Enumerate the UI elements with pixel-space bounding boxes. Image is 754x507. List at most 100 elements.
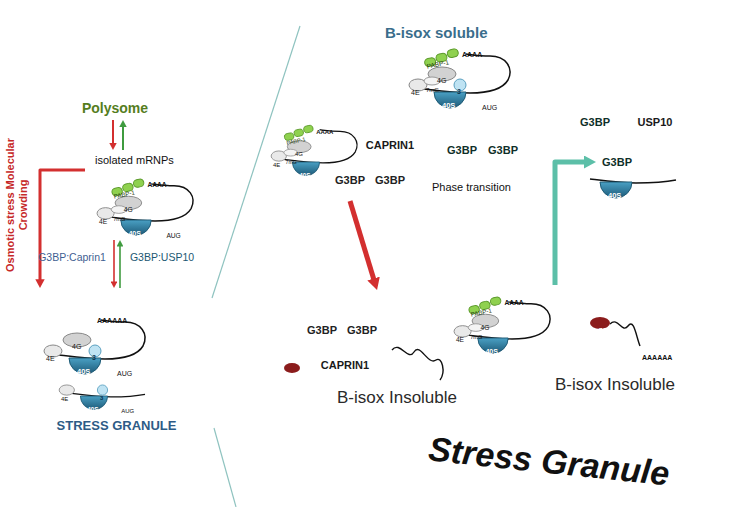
protein-ellipse: USP10 [622,106,688,138]
text-holder: 3 [100,386,103,404]
mrna-strand [424,54,510,93]
mrnp-figure [271,125,357,176]
molecule-label: PABP-1 [426,58,450,70]
molecule-label: AAAA [504,299,523,307]
text-holder: Phase transition [432,177,511,195]
text-holder: PABP-1 [426,55,449,73]
node-label: G3BP [307,324,337,337]
polysome-figure: Polysome [60,2,170,120]
text-holder: isolated mRNPs [95,150,174,168]
protein-circle: G3BP [574,101,616,143]
complex-pill: G3BP:Caprin1 [32,249,112,266]
text-holder: 4E [99,210,107,228]
insoluble-region: B-isox Insoluble [505,285,690,410]
text-holder: PABP-1 [470,303,491,321]
molecule-label: 4E [456,336,464,344]
molecule-label: 40S [128,230,141,238]
mrnp-figure [590,317,640,346]
mrnp-figure [59,385,145,410]
text-holder: AUG [166,224,180,242]
text-holder: STRESS GRANULE [14,416,219,434]
protein-circle: G3BP [441,129,483,171]
molecule-label: 3 [457,88,461,96]
eif3-shape [97,385,107,395]
molecule-label: 4E [411,89,420,97]
node-label: G3BP:Caprin1 [38,251,106,263]
node-label: CAPRIN1 [366,139,414,152]
molecule-label: AUG [166,232,180,240]
node-label: B-isox Insoluble [337,388,457,408]
molecule-label: PABP-1 [470,306,492,317]
mrna-strand [392,347,443,380]
text-holder: 4E [411,81,420,99]
flow-arrow [555,162,590,285]
text-holder: B-isox soluble [385,24,488,42]
node-label: G3BP [602,156,632,169]
molecule-label: 4G [124,206,133,214]
stress-granule: STRESS GRANULE [14,288,219,440]
text-holder: AUG [117,362,132,380]
protein-circle: G3BP [329,159,371,201]
text-holder: PABP-1 [286,131,305,149]
protein-ellipse: CAPRIN1 [348,133,432,157]
text-holder: 4E [456,328,464,346]
molecule-label: 7mG [286,160,297,166]
molecule-label: 7mG [426,87,439,94]
eif4e-shape [59,385,74,395]
text-holder: Stress Granule [428,442,670,481]
node-label: B-isox Insoluble [555,375,675,395]
molecule-label: 40S [299,172,310,179]
molecule-label: 40S [485,348,498,356]
molecule-label: 40S [608,192,621,201]
node-label: isolated mRNPs [95,154,174,167]
mrnp-group: isolated mRNPs [85,150,207,240]
pabp-shape [303,125,314,134]
node-heading: Stress Granule [427,429,672,493]
molecule-label: AAAA [147,181,166,189]
text-holder: 4G [72,335,81,353]
molecule-label: AUG [121,408,134,415]
text-holder: 4G [124,198,133,216]
text-holder: 4E [273,153,280,171]
molecule-label: 40S [442,102,455,111]
zoom-line [214,428,236,507]
molecule-label: 3 [92,354,96,362]
pabp-shape [490,296,502,306]
cap-shape [284,363,300,373]
text-holder: AAAA [316,120,333,138]
node-label: G3BP [580,116,610,129]
molecule-label: 4E [46,355,55,363]
node-label: STRESS GRANULE [57,419,177,434]
node-label: G3BP [488,144,518,157]
molecule-label: 4G [295,151,303,158]
text-holder: Osmotic stress Molecular Crowding [0,192,92,218]
protein-circle: G3BP [596,141,638,183]
text-holder: B-isox Insoluble [337,388,457,408]
text-holder: 3 [92,346,96,364]
text-holder: AAAAAA [642,346,672,364]
molecule-label: 3 [100,395,103,402]
text-holder: AAAAAA [97,309,127,327]
text-holder: 4G [295,142,303,160]
text-holder: 40S [608,184,621,202]
pabp-shape [133,178,145,188]
text-holder: 40S [485,340,498,358]
protein-circle: G3BP [369,159,411,201]
mrnp-figure [44,320,145,374]
molecule-label: AUG [482,104,497,112]
text-holder: 4G [437,69,446,87]
text-holder: 3 [457,80,461,98]
pabp-shape [447,48,459,58]
flow-arrow [122,124,124,150]
node-label: G3BP [447,144,477,157]
molecule-label: 7mG [113,216,125,223]
molecule-label: PABP-1 [286,136,306,146]
node-label: G3BP [375,174,405,187]
node-outline [14,288,219,440]
molecule-label: 7mG [470,334,482,341]
mrnp-figure [97,178,193,235]
molecule-label: AAAA [316,129,333,136]
text-holder: AUG [121,399,134,417]
molecule-label: 4E [99,218,107,226]
